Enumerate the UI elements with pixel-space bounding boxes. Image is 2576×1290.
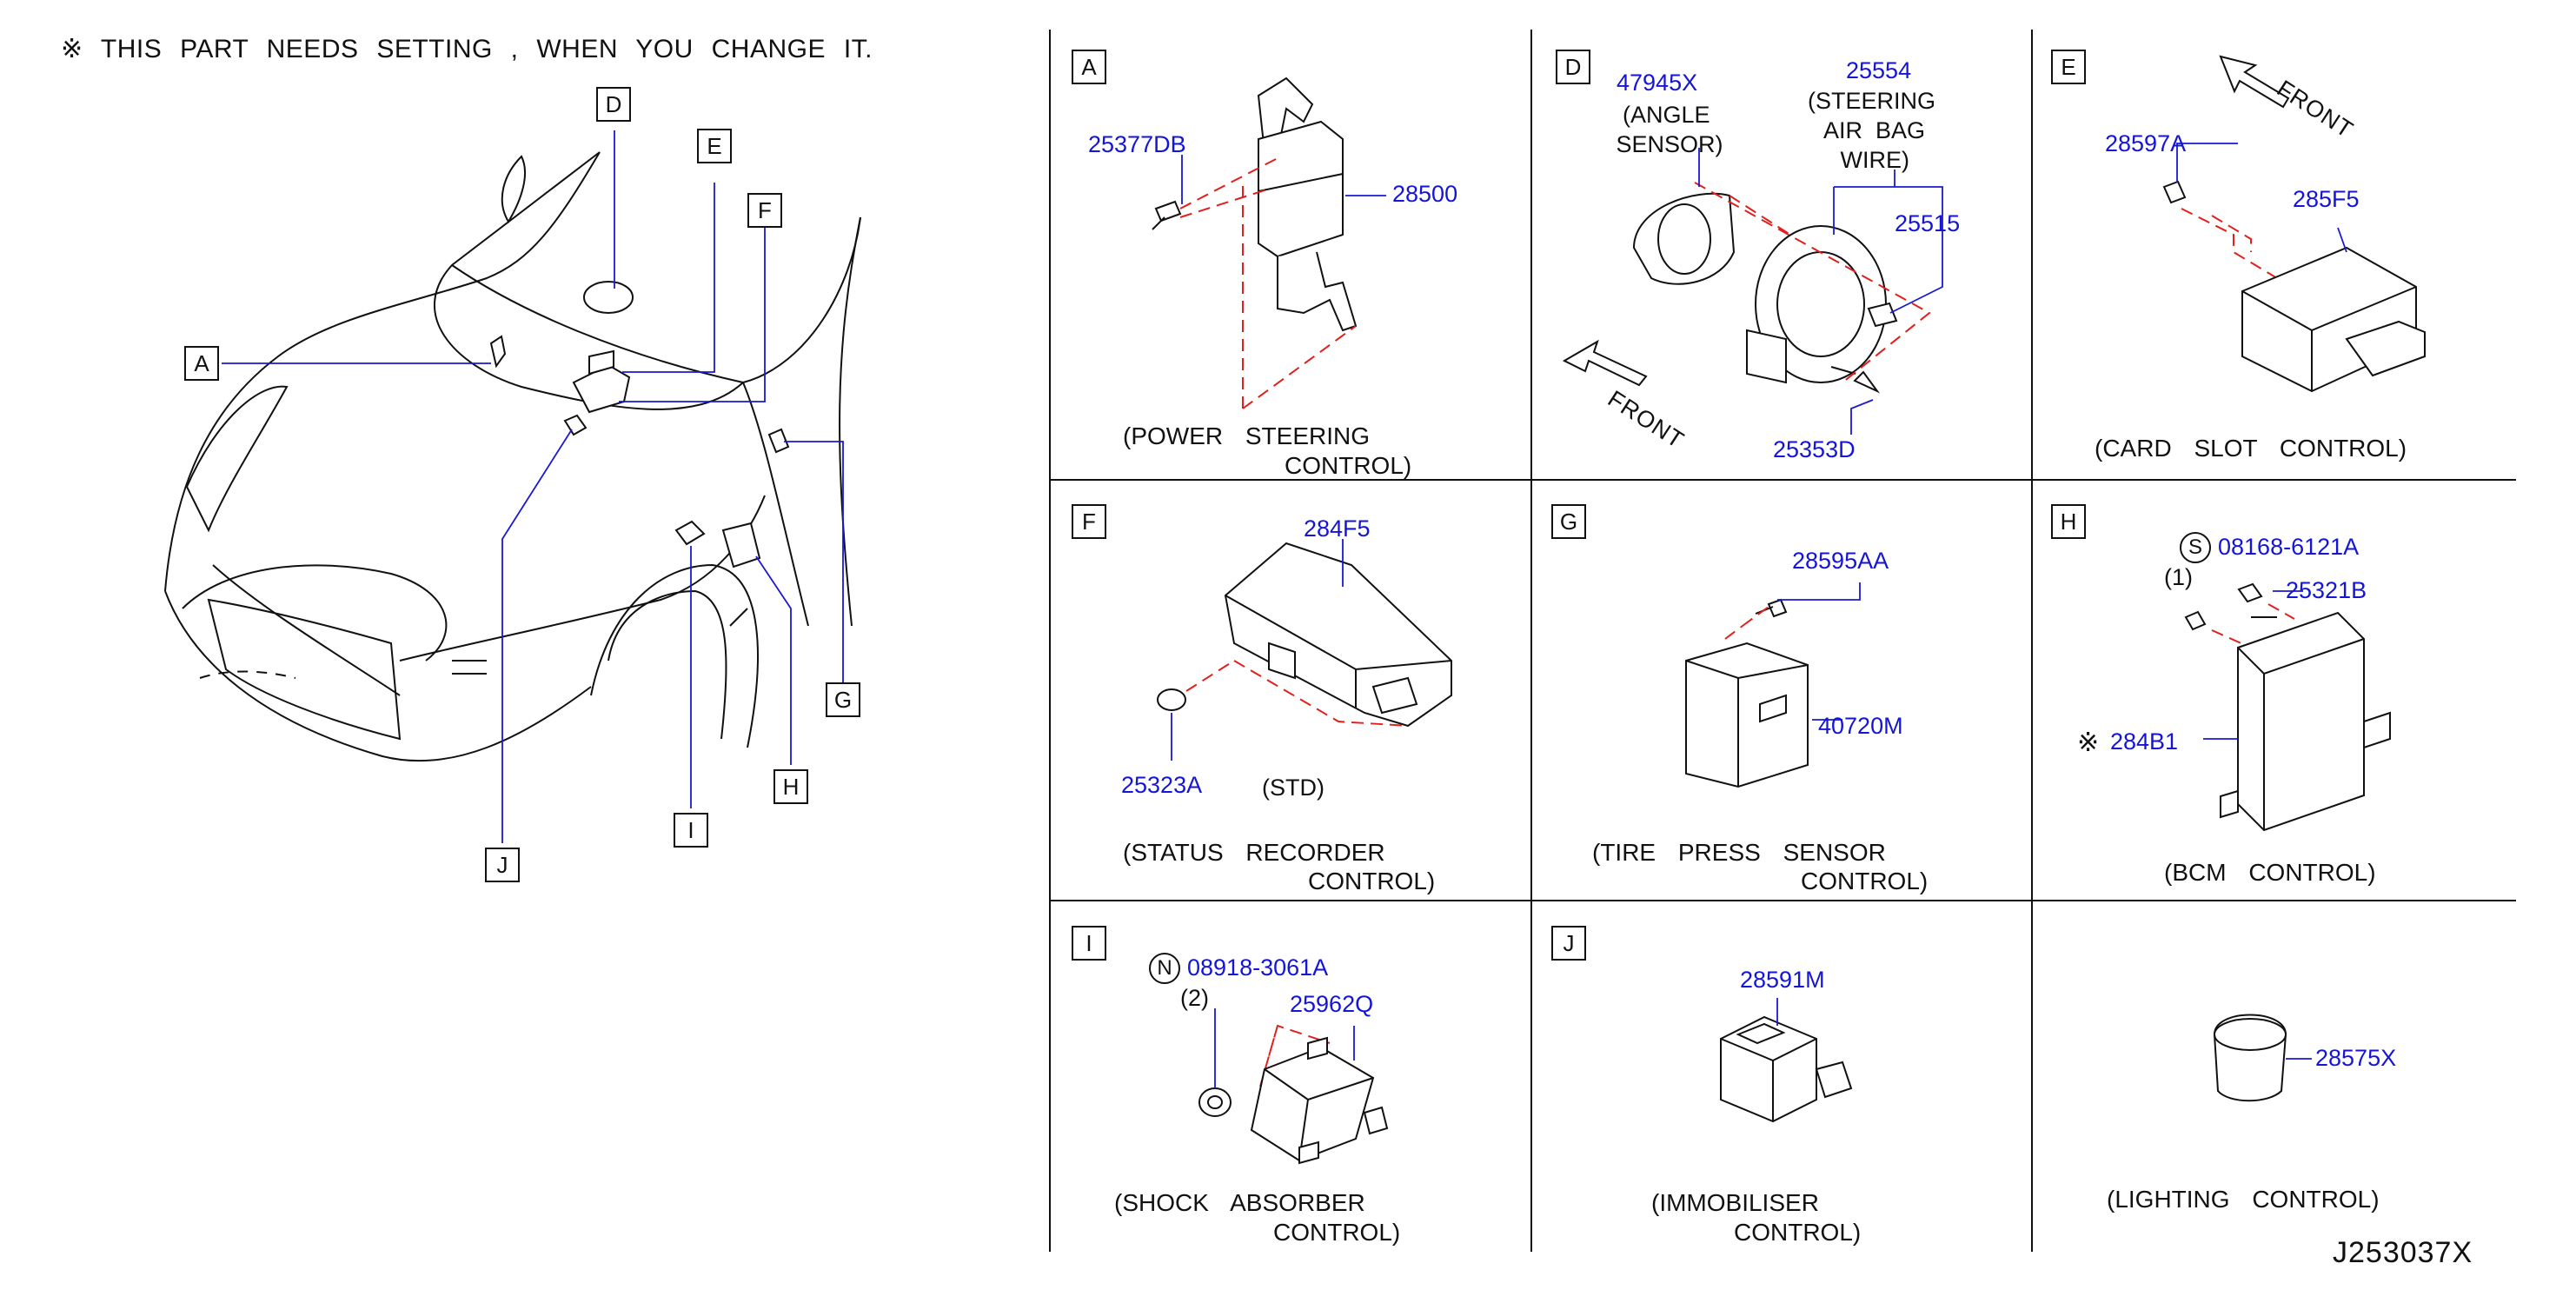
panel-j-caption-2: CONTROL) [1734,1219,1862,1246]
part-40720m[interactable]: 40720M [1818,713,1903,739]
overview-leaders [222,130,844,843]
panel-grid [1049,30,2516,1252]
callout-h[interactable]: H [773,769,808,804]
vehicle-outline [164,151,861,762]
part-28595aa[interactable]: 28595AA [1792,548,1889,574]
panel-j-caption: (IMMOBILISER [1651,1189,1819,1216]
part-08918-3061a[interactable]: 08918-3061A [1187,954,1329,981]
part-25377db[interactable]: 25377DB [1088,131,1186,157]
bolt-quantity: (1) [2164,564,2193,590]
panel-h-caption: (BCM CONTROL) [2164,859,2376,886]
bolt-symbol-s: S [2180,532,2211,563]
part-284f5[interactable]: 284F5 [1304,515,1371,542]
callout-e[interactable]: E [697,129,732,163]
panel-i-caption-2: CONTROL) [1273,1219,1401,1246]
part-28597a[interactable]: 28597A [2105,130,2187,156]
setting-note: ※ THIS PART NEEDS SETTING , WHEN YOU CHA… [61,35,873,63]
callout-j[interactable]: J [485,848,520,882]
callout-f[interactable]: F [747,193,782,228]
part-25962q[interactable]: 25962Q [1290,991,1374,1017]
panel-i-letter: I [1072,926,1106,961]
panel-g-caption-2: CONTROL) [1801,868,1929,894]
part-285f5[interactable]: 285F5 [2293,186,2360,212]
part-284b1[interactable]: 284B1 [2110,728,2179,755]
panel-h-drawing [2184,582,2391,832]
panel-f-caption: (STATUS RECORDER [1123,839,1385,866]
part-25321b[interactable]: 25321B [2286,577,2367,603]
part-25515[interactable]: 25515 [1895,210,1961,236]
part-08168-6121a[interactable]: 08168-6121A [2218,534,2360,560]
nut-quantity: (2) [1180,985,1209,1011]
part-25353d[interactable]: 25353D [1773,436,1856,462]
part-25554[interactable]: 25554 [1846,57,1912,83]
std-label: (STD) [1262,775,1325,801]
setting-required-mark: ※ [2077,728,2100,757]
panel-a-letter: A [1072,50,1106,84]
panel-g-letter: G [1551,504,1586,539]
overview-components [489,335,790,569]
panel-e-letter: E [2051,50,2086,84]
panel-j-letter: J [1551,926,1586,961]
steering-air-bag-wire-label: (STEERING AIR BAG WIRE) [1808,88,1936,173]
angle-sensor-label: (ANGLE SENSOR) [1616,102,1723,157]
callout-a[interactable]: A [184,346,219,381]
panel-a-caption-2: CONTROL) [1285,452,1412,479]
panel-a-caption: (POWER STEERING [1123,422,1371,449]
part-28500[interactable]: 28500 [1392,181,1458,207]
part-25323a[interactable]: 25323A [1121,772,1203,798]
callout-i[interactable]: I [674,813,708,848]
diagram-code: J253037X [2333,1236,2473,1269]
part-28575x[interactable]: 28575X [2315,1045,2397,1071]
callout-d[interactable]: D [596,87,631,122]
panel-i-drawing [1198,1008,1389,1165]
panel-e-drawing [2162,55,2426,393]
panel-f-drawing [1157,539,1452,761]
callout-g[interactable]: G [826,682,860,717]
panel-d-drawing [1562,148,1943,435]
panel-g-caption: (TIRE PRESS SENSOR [1592,839,1886,866]
panel-i-caption: (SHOCK ABSORBER [1114,1189,1365,1216]
panel-e-caption: (CARD SLOT CONTROL) [2095,435,2407,462]
panel-f-letter: F [1072,504,1106,539]
panel-k-drawing [2213,1014,2312,1102]
panel-d-letter: D [1556,50,1590,84]
nut-symbol-n: N [1149,953,1180,984]
part-28591m[interactable]: 28591M [1740,967,1825,993]
panel-j-drawing [1720,998,1853,1123]
panel-k-caption: (LIGHTING CONTROL) [2107,1186,2380,1213]
panel-a-drawing [1152,76,1386,409]
panel-f-caption-2: CONTROL) [1308,868,1436,894]
panel-g-drawing [1685,582,1861,788]
part-47945x[interactable]: 47945X [1617,70,1698,96]
panel-h-letter: H [2051,504,2086,539]
